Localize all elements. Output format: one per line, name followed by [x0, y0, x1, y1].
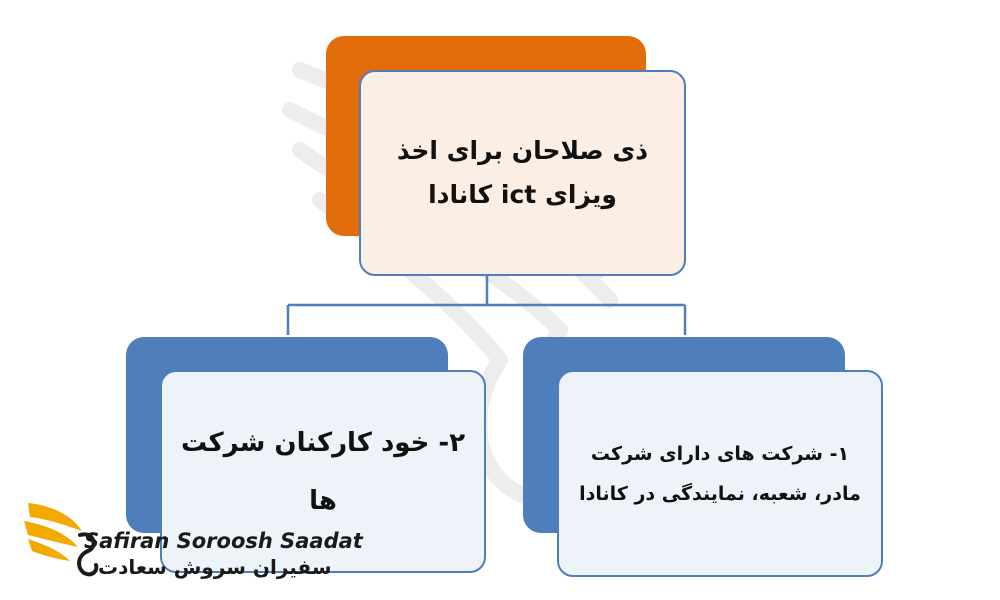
company-logo: Safiran Soroosh Saadat سفیران سروش سعادت — [20, 495, 363, 585]
left-node-card: ۲- خود کارکنان شرکت ها — [160, 370, 486, 573]
logo-name-persian: سفیران سروش سعادت — [98, 555, 332, 579]
top-node-line-1: ذی صلاحان برای اخذ — [396, 136, 649, 165]
right-node-card: ۱- شرکت های دارای شرکت مادر، شعبه، نماین… — [557, 370, 883, 577]
right-node-line-2: مادر، شعبه، نمایندگی در کانادا — [579, 482, 861, 505]
eagle-wing-icon — [24, 503, 99, 577]
right-node-line-1: ۱- شرکت های دارای شرکت — [590, 442, 850, 465]
top-node-line-2: ویزای ict کانادا — [428, 180, 617, 209]
top-node-card: ذی صلاحان برای اخذ ویزای ict کانادا — [359, 70, 686, 276]
left-node-line-2: ها — [309, 485, 337, 516]
left-node-line-1: ۲- خود کارکنان شرکت — [180, 427, 466, 458]
logo-name-english: Safiran Soroosh Saadat — [84, 529, 363, 553]
